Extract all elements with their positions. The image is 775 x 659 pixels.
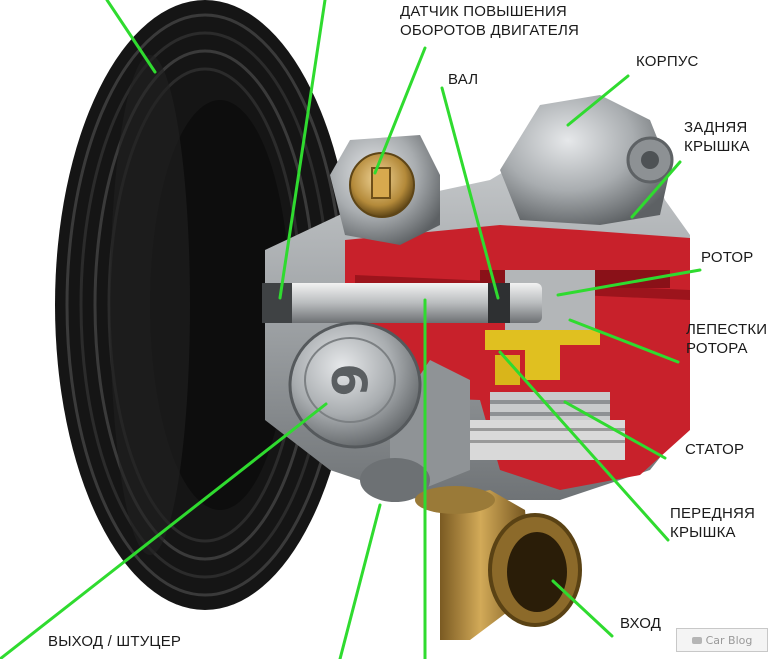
plug-marking: 6 bbox=[320, 363, 376, 396]
watermark-text: Car Blog bbox=[705, 633, 753, 647]
leader-rotor bbox=[556, 268, 702, 297]
outlet-fitting: 6 bbox=[288, 321, 470, 502]
label-inlet: ВХОД bbox=[620, 615, 662, 632]
speed-sensor bbox=[330, 135, 440, 245]
leader-front-cover bbox=[498, 350, 670, 542]
rotor-vanes bbox=[485, 330, 600, 380]
label-outlet: ВЫХОД / ШТУЦЕР bbox=[48, 633, 182, 650]
car-icon bbox=[691, 636, 702, 644]
leader-pulley-hub bbox=[278, 0, 327, 300]
leader-rotor-vanes bbox=[568, 318, 680, 364]
leader-sensor bbox=[373, 46, 427, 175]
leader-housing bbox=[566, 74, 630, 127]
label-front-cover: ПЕРЕДНЯЯ КРЫШКА bbox=[670, 505, 756, 541]
leader-outlet-nut bbox=[338, 503, 382, 659]
label-rotor-vanes: ЛЕПЕСТКИ РОТОРА bbox=[686, 321, 768, 357]
shaft bbox=[262, 283, 542, 323]
leader-inlet bbox=[551, 579, 614, 638]
leader-rear-cover bbox=[630, 160, 682, 219]
label-shaft: ВАЛ bbox=[448, 71, 479, 88]
pulley bbox=[55, 0, 355, 610]
leader-stator bbox=[563, 400, 667, 460]
label-sensor: ДАТЧИК ПОВЫШЕНИЯ ОБОРОТОВ ДВИГАТЕЛЯ bbox=[400, 3, 580, 39]
label-housing: КОРПУС bbox=[636, 53, 699, 70]
leader-lines bbox=[0, 0, 702, 659]
leader-shaft bbox=[440, 86, 500, 300]
label-stator: СТАТОР bbox=[685, 441, 745, 458]
label-rear-cover: ЗАДНЯЯ КРЫШКА bbox=[684, 119, 750, 155]
leader-pulley bbox=[105, 0, 157, 74]
inlet-pipe bbox=[415, 486, 582, 640]
leader-outlet bbox=[0, 402, 328, 659]
watermark: Car Blog bbox=[676, 628, 768, 652]
label-rotor: РОТОР bbox=[701, 249, 754, 266]
